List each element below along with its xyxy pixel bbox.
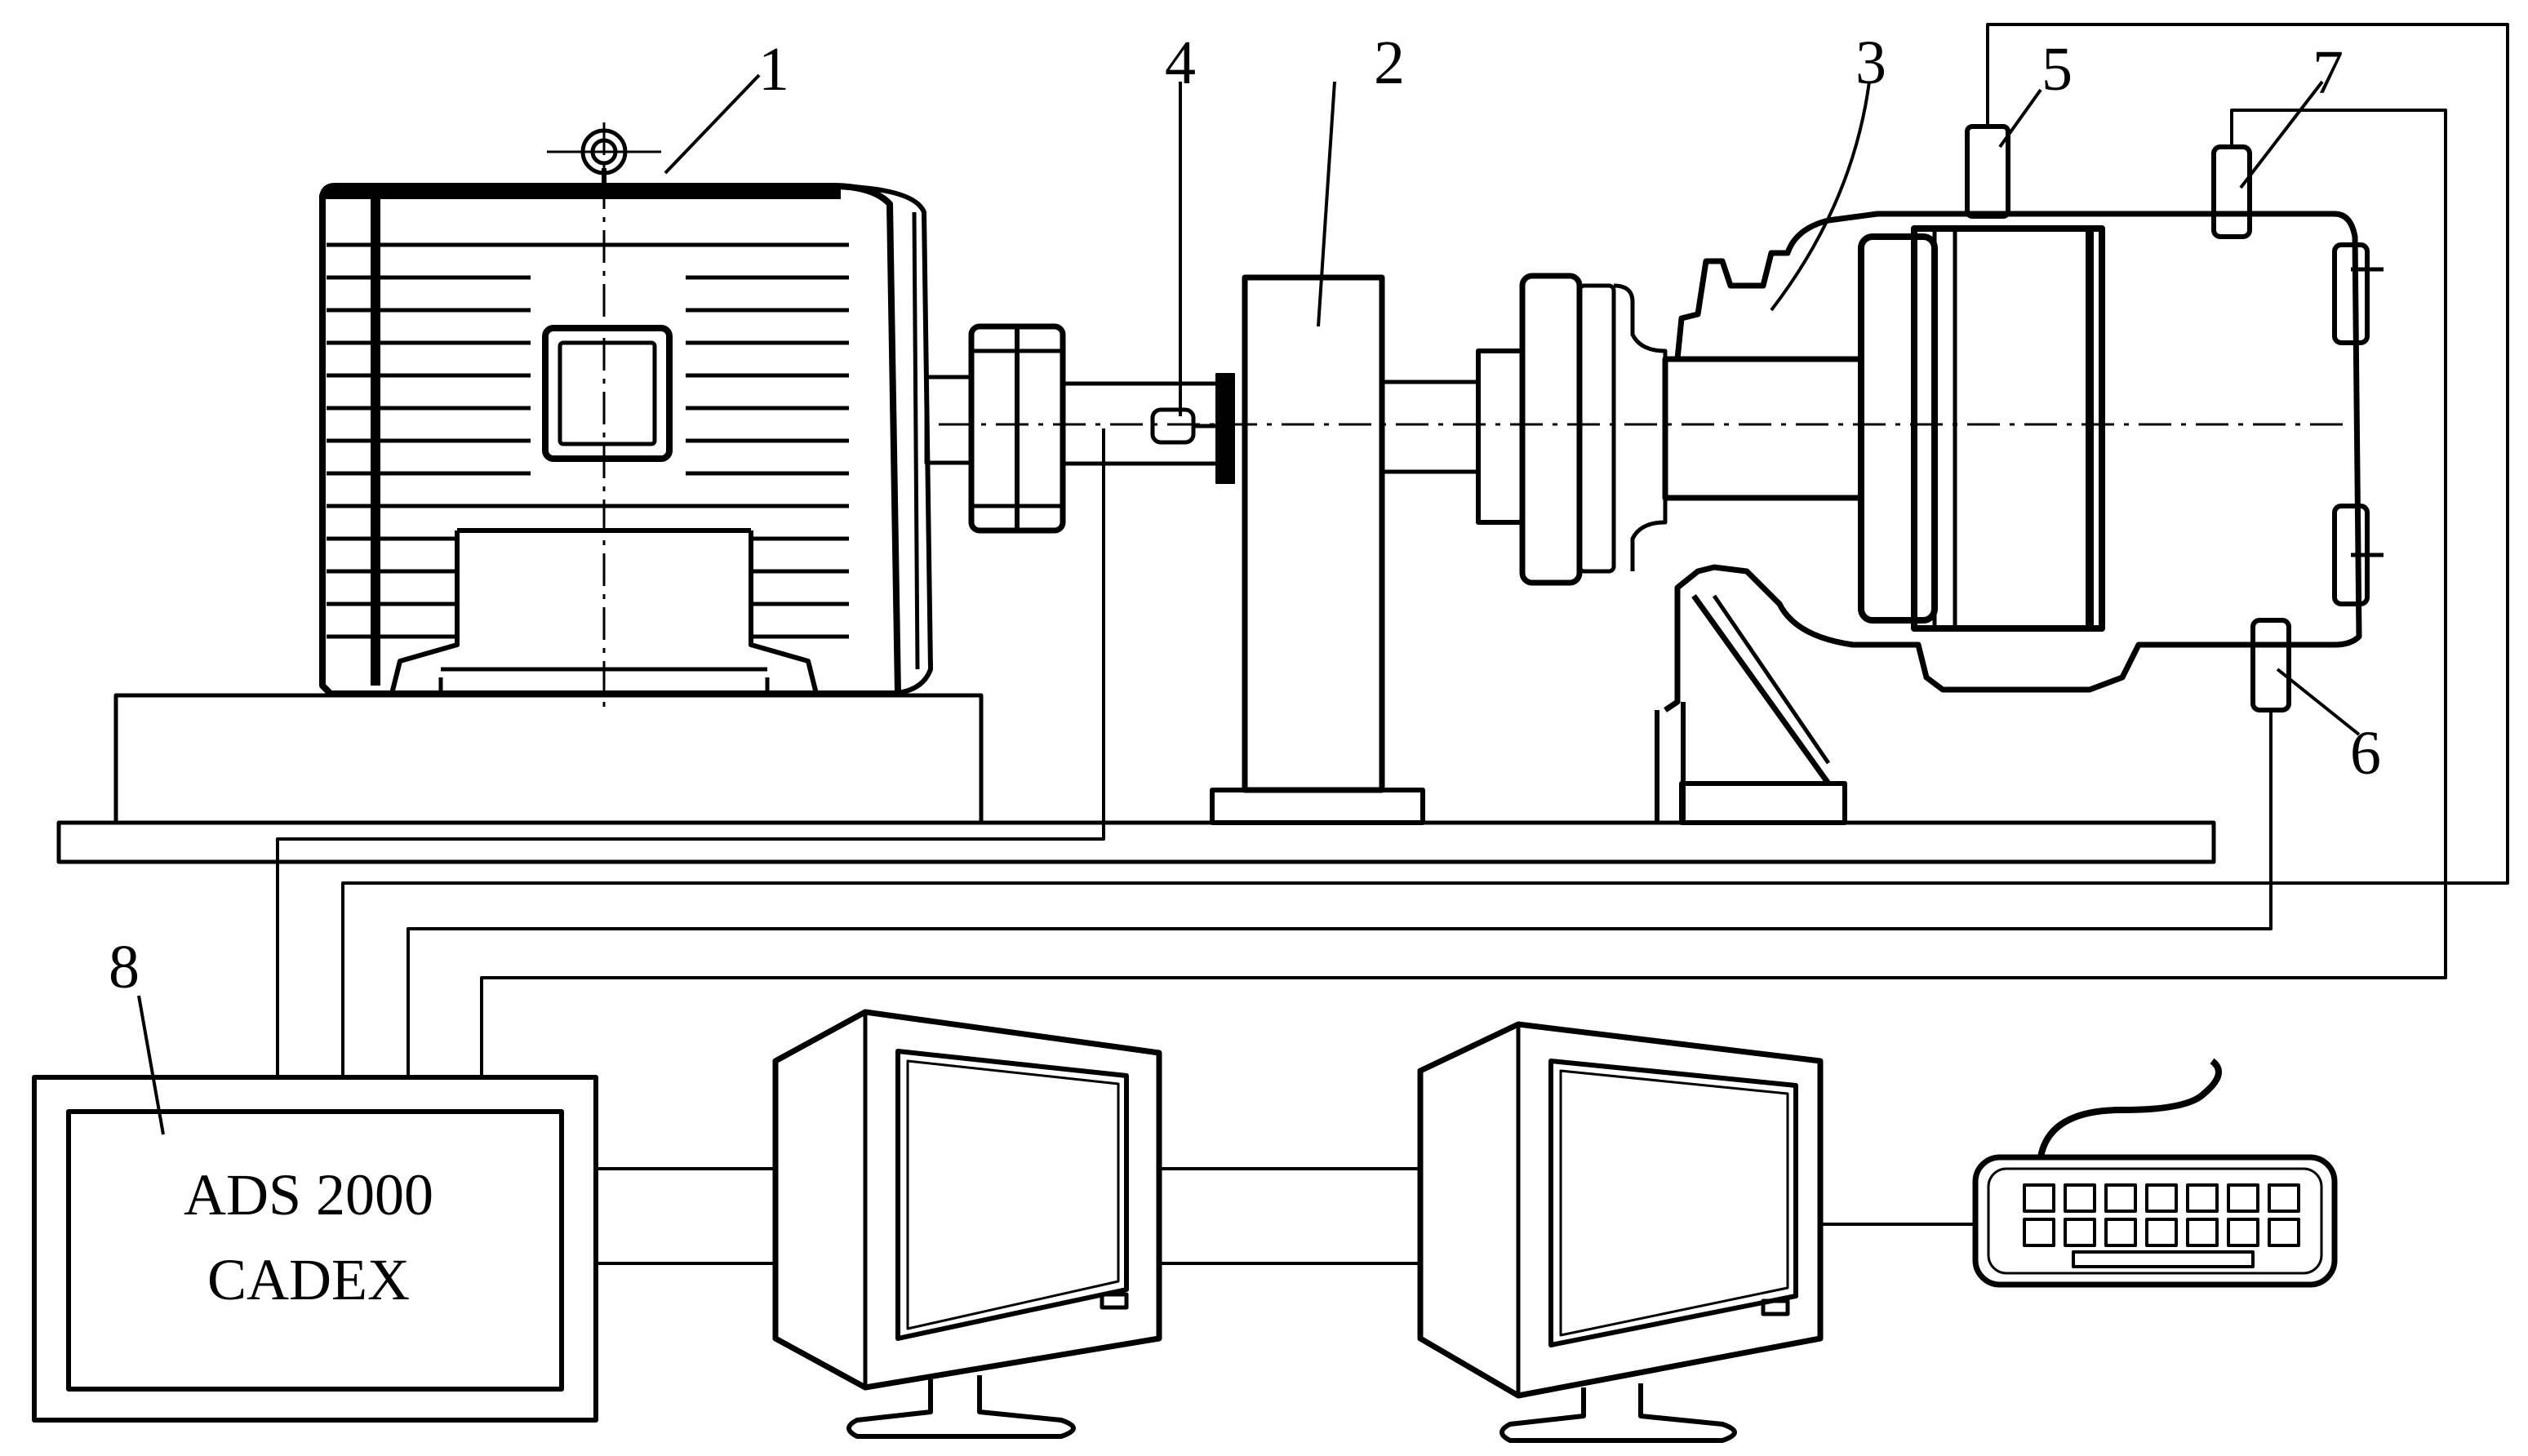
analyzer-brand-text: CADEX: [207, 1247, 410, 1312]
label-right-sensor: 7: [2313, 38, 2344, 107]
monitor-1: [772, 1009, 1162, 1439]
motor-shaft: [924, 375, 974, 465]
label-support: 2: [1374, 29, 1405, 97]
label-pump: 3: [1855, 29, 1886, 97]
intermediate-shaft: [1060, 381, 1227, 466]
analyzer-device: [32, 1075, 598, 1423]
top-sensor: [1965, 124, 2010, 219]
label-motor: 1: [758, 35, 789, 104]
terminal-box: [542, 325, 673, 462]
motor-pedestal: [113, 693, 984, 825]
output-shaft: [1380, 380, 1481, 474]
keyboard: [1972, 1058, 2338, 1288]
pump: [1662, 211, 2384, 712]
base-plate: [56, 820, 2216, 864]
monitor-2-screen: [1548, 1059, 1798, 1347]
bearing-support: [1210, 274, 1425, 825]
shaft-sensor: [1150, 373, 1235, 484]
label-shaft-sensor: 4: [1165, 29, 1196, 97]
analyzer-model-text: ADS 2000: [184, 1162, 433, 1227]
right-sensor: [2211, 144, 2252, 239]
motor: [319, 128, 933, 697]
signal-cables: [276, 23, 2509, 1265]
bottom-sensor: [2250, 618, 2291, 712]
keyboard-spacebar: [2072, 1250, 2255, 1268]
monitor-2: [1417, 1021, 1824, 1443]
coupling-left: [968, 323, 1066, 534]
monitor-1-screen: [895, 1049, 1129, 1341]
pump-support: [1655, 593, 1847, 825]
coupling-right: [1476, 273, 1668, 586]
label-bottom-sensor: 6: [2350, 719, 2381, 788]
leader-lines: [137, 73, 2361, 1135]
label-analyzer: 8: [109, 933, 140, 1001]
label-top-sensor: 5: [2042, 35, 2073, 104]
